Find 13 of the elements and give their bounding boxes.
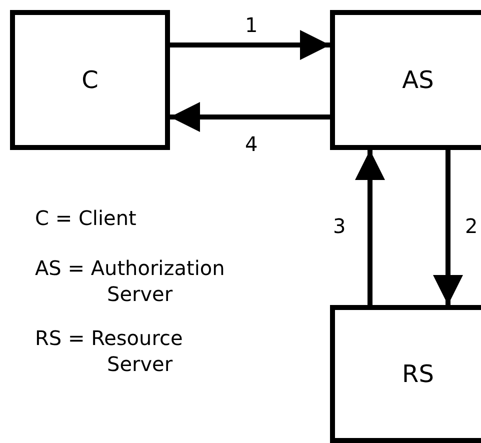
legend-note: RS = Resource Server [35,325,184,377]
arrow [170,102,330,132]
legend-note: AS = Authorization Server [35,255,226,307]
process-box [10,10,170,150]
node-label: RS [402,360,434,388]
legend-note: C = Client [35,205,138,231]
arrow [355,150,385,305]
arrow [433,150,463,305]
node-label: C [82,66,98,94]
process-box [330,10,481,150]
arrow [170,30,330,60]
process-box [330,305,481,443]
node-label: AS [402,66,434,94]
